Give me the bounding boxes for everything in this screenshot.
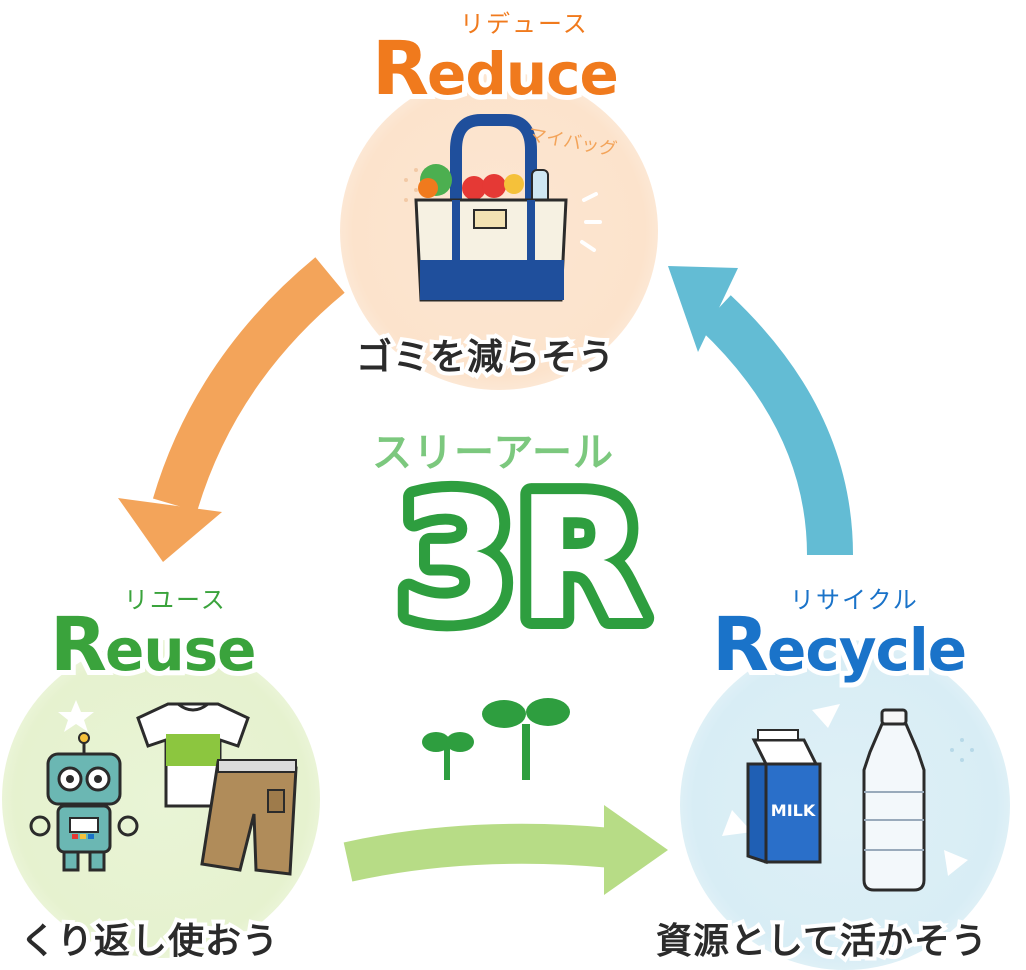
- robot-toy-icon: [29, 732, 139, 872]
- reduce-caption: ゴミを減らそう: [352, 333, 618, 382]
- recycle-illustration: MILK: [722, 704, 974, 892]
- center-3r-text: 3R: [397, 468, 646, 648]
- arrow-reduce-to-reuse: [118, 257, 345, 562]
- center-3r-logo: 3R 3R: [386, 468, 657, 648]
- reuse-kana: リユース: [124, 586, 227, 614]
- reuse-illustration: [29, 700, 298, 876]
- recycle-title-rest: ecycle: [762, 616, 972, 684]
- milk-carton-icon: MILK: [746, 729, 822, 865]
- arrow-reuse-to-recycle: [343, 805, 668, 895]
- reduce-kana: リデュース: [460, 10, 589, 38]
- reuse-caption: くり返し使おう: [16, 917, 282, 966]
- milk-label: MILK: [771, 801, 816, 820]
- center-3r-outline: 3R: [397, 468, 646, 648]
- sprout-icon: [422, 698, 570, 780]
- tshirt-icon: [136, 702, 250, 808]
- recycle-caption: 資源として活かそう: [652, 917, 991, 966]
- reuse-title-letter: R: [45, 602, 112, 688]
- shorts-icon: [200, 759, 298, 876]
- arrow-recycle-to-reduce: [668, 266, 853, 556]
- reduce-title-letter: R: [367, 26, 434, 112]
- recycle-title-letter: R: [707, 602, 774, 688]
- recycle-circle: [680, 640, 1010, 970]
- reduce-title-rest: educe: [422, 40, 624, 108]
- recycle-kana: リサイクル: [790, 586, 919, 614]
- center-kana: スリーアール: [372, 430, 614, 476]
- tote-bag-icon: [404, 114, 602, 302]
- plastic-bottle-icon: [862, 708, 926, 892]
- reuse-title-rest: euse: [100, 616, 261, 684]
